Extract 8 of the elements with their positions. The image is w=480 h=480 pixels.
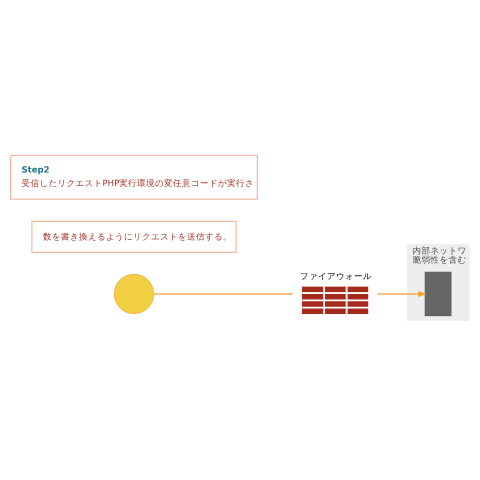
node-label: ファイアウォール	[300, 271, 372, 282]
node-box	[424, 271, 452, 316]
node-box: 数を書き換えるようにリクエストを送信する。	[31, 220, 237, 252]
connector	[154, 292, 293, 294]
cluster: 内部ネットワ 脆弱性を含む	[407, 243, 470, 321]
arrow	[377, 290, 427, 296]
node-circle	[114, 273, 154, 314]
node-box: Step2 受信したリクエストPHP実行環境の変任意コードが実行さ	[10, 154, 258, 200]
